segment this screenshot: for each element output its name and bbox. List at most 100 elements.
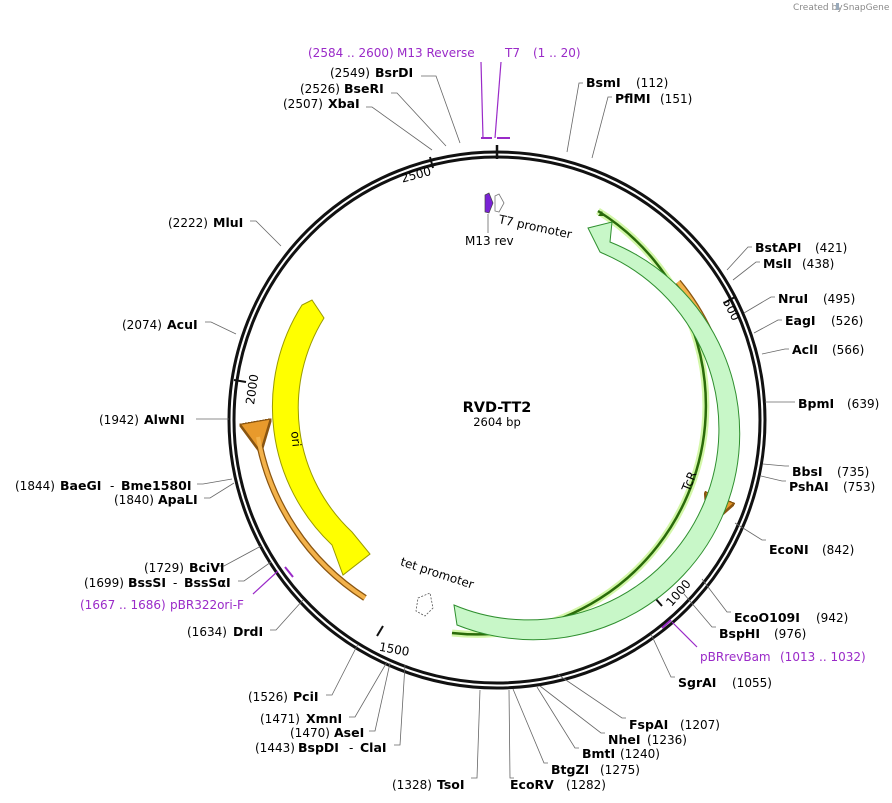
bseri-pos: (2526) — [300, 82, 340, 96]
bstapi-name: BstAPI — [755, 240, 801, 255]
bcivi-name: BciVI — [189, 560, 225, 575]
site-bpmi[interactable]: BpmI (639) — [765, 396, 879, 411]
site-pcii[interactable]: (1526) PciI — [248, 643, 359, 704]
mlui-name: MluI — [213, 215, 243, 230]
tcr-green-arc-head-icon — [598, 211, 604, 216]
bbsi-name: BbsI — [792, 464, 823, 479]
site-xbai[interactable]: (2507) XbaI — [283, 96, 433, 151]
bpmi-name: BpmI — [798, 396, 834, 411]
site-msli[interactable]: MslI (438) — [732, 256, 834, 281]
feature-ori[interactable]: ori — [256, 299, 371, 601]
bsmi-name: BsmI — [586, 75, 621, 90]
sgrai-name: SgrAI — [678, 675, 716, 690]
ori-label: ori — [288, 430, 304, 447]
site-acui[interactable]: (2074) AcuI — [122, 317, 237, 335]
created-by-text: Created by — [793, 3, 843, 13]
site-nrui[interactable]: NruI (495) — [743, 291, 855, 314]
pflmi-pos: (151) — [660, 92, 692, 106]
site-ecorv[interactable]: EcoRV (1282) — [508, 689, 606, 792]
m13-rev-feature-icon — [484, 192, 494, 214]
nhei-name: NheI — [608, 732, 641, 747]
bmti-pos: (1240) — [620, 747, 660, 761]
site-btgzi[interactable]: BtgZI (1275) — [512, 688, 640, 777]
bmti-name: BmtI — [582, 746, 615, 761]
primer-pbrrevbam[interactable]: pBRrevBam (1013 .. 1032) — [661, 619, 866, 664]
site-xmni[interactable]: (1471) XmnI — [260, 661, 388, 726]
tet-promoter-label: tet promoter — [399, 555, 476, 592]
primer-m13-reverse[interactable]: (2584 .. 2600) M13 Reverse — [308, 46, 492, 139]
site-asei[interactable]: (1470) AseI — [290, 662, 391, 740]
baegi-pos: (1844) — [15, 479, 55, 493]
apali-pos: (1840) — [114, 493, 154, 507]
site-acli[interactable]: AclI (566) — [761, 342, 864, 357]
site-bbsi[interactable]: BbsI (735) — [762, 463, 869, 479]
sgrai-pos: (1055) — [732, 676, 772, 690]
eagi-name: EagI — [785, 313, 816, 328]
bspdi-separator: - — [349, 741, 353, 755]
site-tsoi[interactable]: (1328) TsoI — [392, 689, 481, 792]
acli-pos: (566) — [832, 343, 864, 357]
fspai-pos: (1207) — [680, 718, 720, 732]
ecorv-name: EcoRV — [510, 777, 554, 792]
site-bspdi[interactable]: (1443) BspDI - ClaI — [255, 664, 406, 755]
t7-primer-range: (1 .. 20) — [533, 46, 581, 60]
econi-pos: (842) — [822, 543, 854, 557]
site-pshai[interactable]: PshAI (753) — [760, 475, 875, 494]
mlui-pos: (2222) — [168, 216, 208, 230]
site-alwni[interactable]: (1942) AlwNI — [99, 412, 229, 427]
xmni-name: XmnI — [306, 711, 342, 726]
alwni-name: AlwNI — [144, 412, 185, 427]
primer-pbr322ori-f[interactable]: (1667 .. 1686) pBR322ori-F — [80, 566, 294, 612]
site-bsssi[interactable]: (1699) BssSI - BssSαI — [84, 561, 272, 590]
bbsi-pos: (735) — [837, 465, 869, 479]
ecoo109i-pos: (942) — [816, 611, 848, 625]
site-bstapi[interactable]: BstAPI (421) — [726, 240, 847, 271]
tsoi-pos: (1328) — [392, 778, 432, 792]
eagi-pos: (526) — [831, 314, 863, 328]
site-sgrai[interactable]: SgrAI (1055) — [650, 633, 772, 690]
bsssi-pos: (1699) — [84, 576, 124, 590]
site-drdi[interactable]: (1634) DrdI — [187, 599, 304, 639]
site-eagi[interactable]: EagI (526) — [753, 313, 863, 334]
asei-name: AseI — [334, 725, 364, 740]
site-pflmi[interactable]: PflMI (151) — [591, 91, 692, 159]
site-bseri[interactable]: (2526) BseRI — [300, 81, 447, 147]
m13-reverse-range: (2584 .. 2600) — [308, 46, 394, 60]
site-econi[interactable]: EcoNI (842) — [734, 522, 854, 557]
bspdi-name: BspDI — [298, 740, 339, 755]
site-ecoo109i[interactable]: EcoO109I (942) — [701, 578, 848, 625]
site-fspai[interactable]: FspAI (1207) — [556, 673, 720, 732]
pcii-pos: (1526) — [248, 690, 288, 704]
apali-name: ApaLI — [158, 492, 198, 507]
site-bsmi[interactable]: BsmI (112) — [566, 75, 668, 153]
alwni-pos: (1942) — [99, 413, 139, 427]
bsssi-name: BssSI — [128, 575, 166, 590]
site-bsrdi[interactable]: (2549) BsrDI — [330, 65, 461, 144]
msli-pos: (438) — [802, 257, 834, 271]
ori-orange-arc-fill — [256, 436, 367, 600]
feature-promoters-top[interactable]: T7 promoter M13 rev — [465, 192, 573, 248]
pcii-name: PciI — [293, 689, 319, 704]
nhei-pos: (1236) — [647, 733, 687, 747]
site-bsphi[interactable]: BspHI (976) — [683, 593, 806, 641]
bme1580i-name: Bme1580I — [121, 478, 191, 493]
bsssi-separator: - — [173, 576, 177, 590]
app-name-text: SnapGene — [843, 3, 890, 13]
plasmid-name: RVD-TT2 — [463, 400, 532, 416]
acui-name: AcuI — [167, 317, 198, 332]
msli-name: MslI — [763, 256, 792, 271]
snapgene-credit: Created by SnapGene — [793, 3, 890, 13]
site-bcivi[interactable]: (1729) BciVI — [144, 545, 262, 575]
snapgene-logo-icon — [836, 3, 839, 10]
site-bmti[interactable]: BmtI (1240) — [536, 686, 660, 761]
site-apali[interactable]: (1840) ApaLI — [114, 482, 235, 507]
drdi-name: DrdI — [233, 624, 263, 639]
tsoi-name: TsoI — [437, 777, 465, 792]
site-baegi[interactable]: (1844) BaeGI - Bme1580I — [15, 478, 233, 493]
tcr-arrow — [453, 221, 741, 641]
xbai-pos: (2507) — [283, 97, 323, 111]
site-nhei[interactable]: NheI (1236) — [539, 685, 687, 747]
primer-t7[interactable]: T7 (1 .. 20) — [494, 46, 581, 139]
site-mlui[interactable]: (2222) MluI — [168, 215, 282, 247]
feature-tet-promoter[interactable]: tet promoter — [399, 555, 476, 617]
